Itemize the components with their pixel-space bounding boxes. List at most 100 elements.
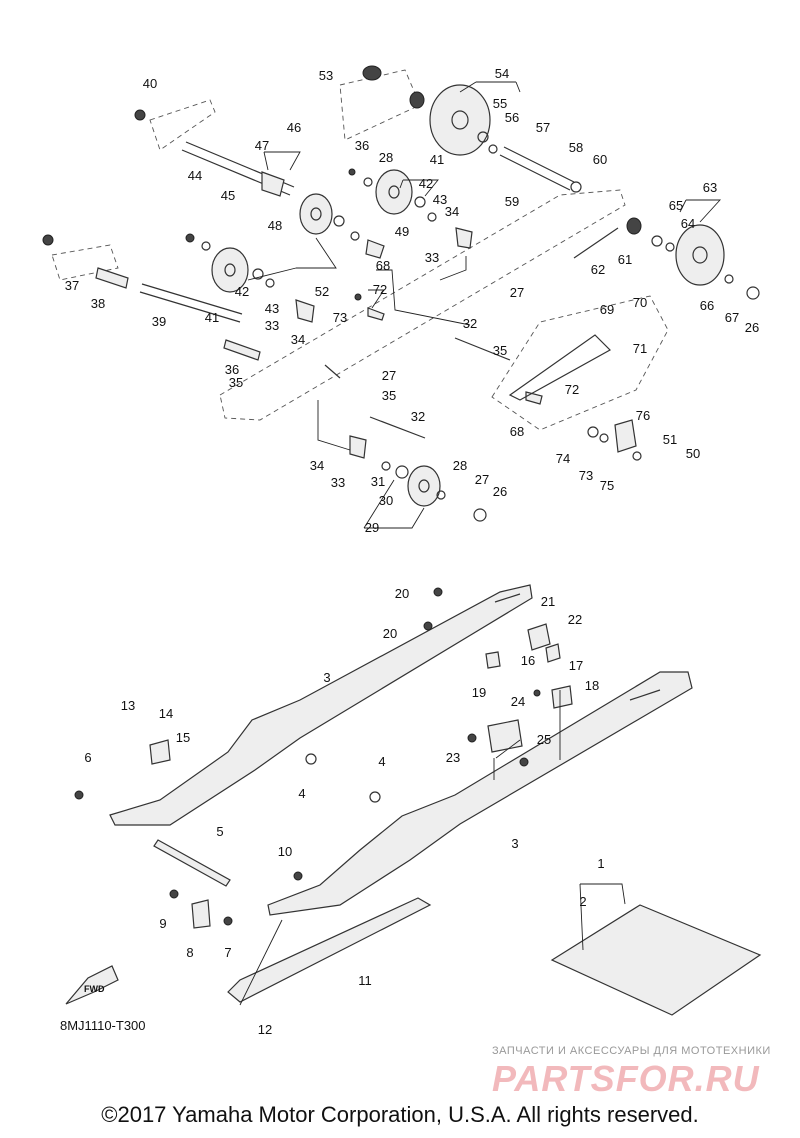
callout-76: 76	[636, 408, 650, 423]
callout-27: 27	[475, 472, 489, 487]
callout-28: 28	[379, 150, 393, 165]
callout-32: 32	[411, 409, 425, 424]
lower-leaders	[239, 690, 626, 1006]
callout-40: 40	[143, 76, 157, 91]
watermark-tagline: ЗАПЧАСТИ И АКСЕССУАРЫ ДЛЯ МОТОТЕХНИКИ	[492, 1045, 771, 1057]
callout-75: 75	[600, 478, 614, 493]
callout-57: 57	[536, 120, 550, 135]
callout-26: 26	[493, 484, 507, 499]
callout-13: 13	[121, 698, 135, 713]
callout-63: 63	[703, 180, 717, 195]
front-shaft	[153, 839, 231, 887]
callout-21: 21	[541, 594, 555, 609]
callout-47: 47	[255, 138, 269, 153]
callout-27: 27	[382, 368, 396, 383]
callout-61: 61	[618, 252, 632, 267]
callout-4: 4	[298, 786, 305, 801]
callout-10: 10	[278, 844, 292, 859]
callout-73: 73	[579, 468, 593, 483]
callout-46: 46	[287, 120, 301, 135]
callout-30: 30	[379, 493, 393, 508]
rail-slots	[494, 593, 661, 701]
brackets	[261, 171, 637, 459]
callout-68: 68	[376, 258, 390, 273]
callout-32: 32	[463, 316, 477, 331]
callout-59: 59	[505, 194, 519, 209]
callout-25: 25	[537, 732, 551, 747]
slider-strip	[227, 897, 432, 1003]
callout-68: 68	[510, 424, 524, 439]
callout-36: 36	[225, 362, 239, 377]
slide-rails	[109, 584, 693, 916]
callout-42: 42	[235, 284, 249, 299]
callout-43: 43	[433, 192, 447, 207]
upper-main-rail	[219, 69, 626, 421]
callout-5: 5	[216, 824, 223, 839]
callout-33: 33	[425, 250, 439, 265]
callout-56: 56	[505, 110, 519, 125]
callout-50: 50	[686, 446, 700, 461]
callout-67: 67	[725, 310, 739, 325]
watermark-logo: PARTSFOR.RU	[492, 1058, 760, 1099]
callout-49: 49	[395, 224, 409, 239]
callout-19: 19	[472, 685, 486, 700]
callout-41: 41	[430, 152, 444, 167]
callout-35: 35	[229, 375, 243, 390]
callout-37: 37	[65, 278, 79, 293]
callout-34: 34	[445, 204, 459, 219]
callout-54: 54	[495, 66, 509, 81]
callout-20: 20	[395, 586, 409, 601]
diagram-code: 8MJ1110-T300	[60, 1018, 146, 1033]
callout-31: 31	[371, 474, 385, 489]
callout-1: 1	[597, 856, 604, 871]
callout-33: 33	[331, 475, 345, 490]
callout-48: 48	[268, 218, 282, 233]
callout-55: 55	[493, 96, 507, 111]
callout-74: 74	[556, 451, 570, 466]
callout-34: 34	[291, 332, 305, 347]
track-section	[550, 904, 762, 1016]
callout-18: 18	[585, 678, 599, 693]
callout-35: 35	[493, 343, 507, 358]
fasteners	[42, 109, 760, 522]
callout-60: 60	[593, 152, 607, 167]
callout-24: 24	[511, 694, 525, 709]
upper-leaders	[247, 81, 722, 529]
callout-3: 3	[511, 836, 518, 851]
callout-62: 62	[591, 262, 605, 277]
callout-43: 43	[265, 301, 279, 316]
callout-52: 52	[315, 284, 329, 299]
callout-53: 53	[319, 68, 333, 83]
callout-4: 4	[378, 754, 385, 769]
callout-42: 42	[419, 176, 433, 191]
lower-blocks	[74, 587, 573, 929]
callout-17: 17	[569, 658, 583, 673]
callout-22: 22	[568, 612, 582, 627]
fwd-arrow: FWD	[65, 965, 119, 1005]
callout-69: 69	[600, 302, 614, 317]
callout-71: 71	[633, 341, 647, 356]
callout-28: 28	[453, 458, 467, 473]
callout-12: 12	[258, 1022, 272, 1037]
callout-34: 34	[310, 458, 324, 473]
torque-arm	[508, 334, 611, 401]
upper-left-rail-segment	[51, 99, 216, 281]
callout-29: 29	[365, 520, 379, 535]
callout-6: 6	[84, 750, 91, 765]
callout-72: 72	[565, 382, 579, 397]
callout-2: 2	[579, 894, 586, 909]
callout-65: 65	[669, 198, 683, 213]
callout-20: 20	[383, 626, 397, 641]
callout-15: 15	[176, 730, 190, 745]
shafts	[95, 141, 619, 439]
callout-73: 73	[333, 310, 347, 325]
callout-39: 39	[152, 314, 166, 329]
callout-36: 36	[355, 138, 369, 153]
callout-16: 16	[521, 653, 535, 668]
callout-51: 51	[663, 432, 677, 447]
callout-70: 70	[633, 295, 647, 310]
callout-33: 33	[265, 318, 279, 333]
callout-44: 44	[188, 168, 202, 183]
callout-58: 58	[569, 140, 583, 155]
